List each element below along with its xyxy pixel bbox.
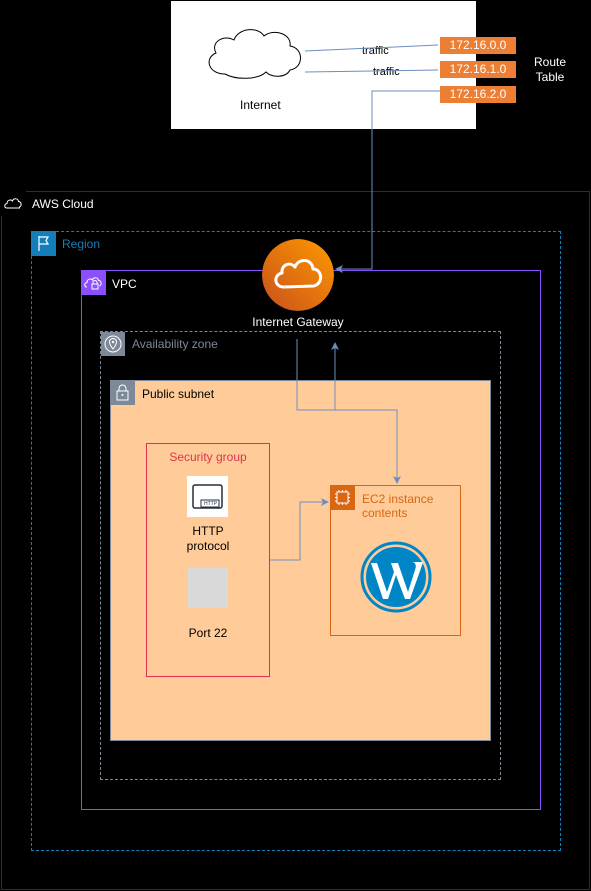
security-group-label: Security group [169, 450, 247, 464]
internet-gateway-label: Internet Gateway [252, 315, 344, 329]
ec2-label-line1: EC2 instance [362, 492, 434, 506]
route-entry-3: 172.16.2.0 [440, 86, 516, 103]
http-protocol-label: HTTP protocol [166, 524, 250, 554]
http-label-line1: HTTP [192, 524, 224, 538]
internet-gateway-icon [262, 239, 334, 311]
ec2-label: EC2 instance contents [362, 492, 433, 520]
http-icon: HTTP [187, 476, 228, 517]
aws-cloud-group [1, 191, 590, 890]
vpc-label: VPC [112, 277, 137, 291]
internet-cloud-icon [208, 29, 301, 79]
route-table-label: Route Table [520, 55, 580, 85]
public-subnet-label: Public subnet [142, 387, 215, 401]
aws-cloud-label: AWS Cloud [32, 197, 94, 211]
port-22-icon [188, 568, 228, 608]
traffic-label-1: traffic [362, 45, 389, 57]
location-pin-icon [101, 332, 125, 356]
region-group [31, 231, 561, 851]
availability-zone-group [100, 331, 501, 780]
security-group [146, 443, 270, 677]
region-label: Region [62, 237, 101, 251]
region-flag-icon [31, 231, 56, 256]
http-icon-text: HTTP [203, 501, 218, 507]
traffic-label-2: traffic [373, 66, 400, 78]
route-table-label-line2: Table [535, 70, 565, 84]
route-entry-1: 172.16.0.0 [440, 37, 516, 54]
ec2-label-line2: contents [362, 506, 408, 520]
internet-label: Internet [240, 98, 281, 112]
ec2-instance-group [330, 485, 461, 636]
aws-cloud-icon [1, 191, 26, 216]
http-label-line2: protocol [186, 539, 230, 553]
port-22-label: Port 22 [188, 626, 228, 640]
padlock-icon [110, 380, 135, 405]
vpc-cloud-icon [81, 270, 106, 295]
availability-zone-label: Availability zone [132, 337, 218, 351]
route-entry-2: 172.16.1.0 [440, 61, 516, 78]
route-table-label-line1: Route [533, 55, 567, 69]
ec2-chip-icon [330, 485, 355, 510]
wordpress-icon [360, 541, 432, 613]
